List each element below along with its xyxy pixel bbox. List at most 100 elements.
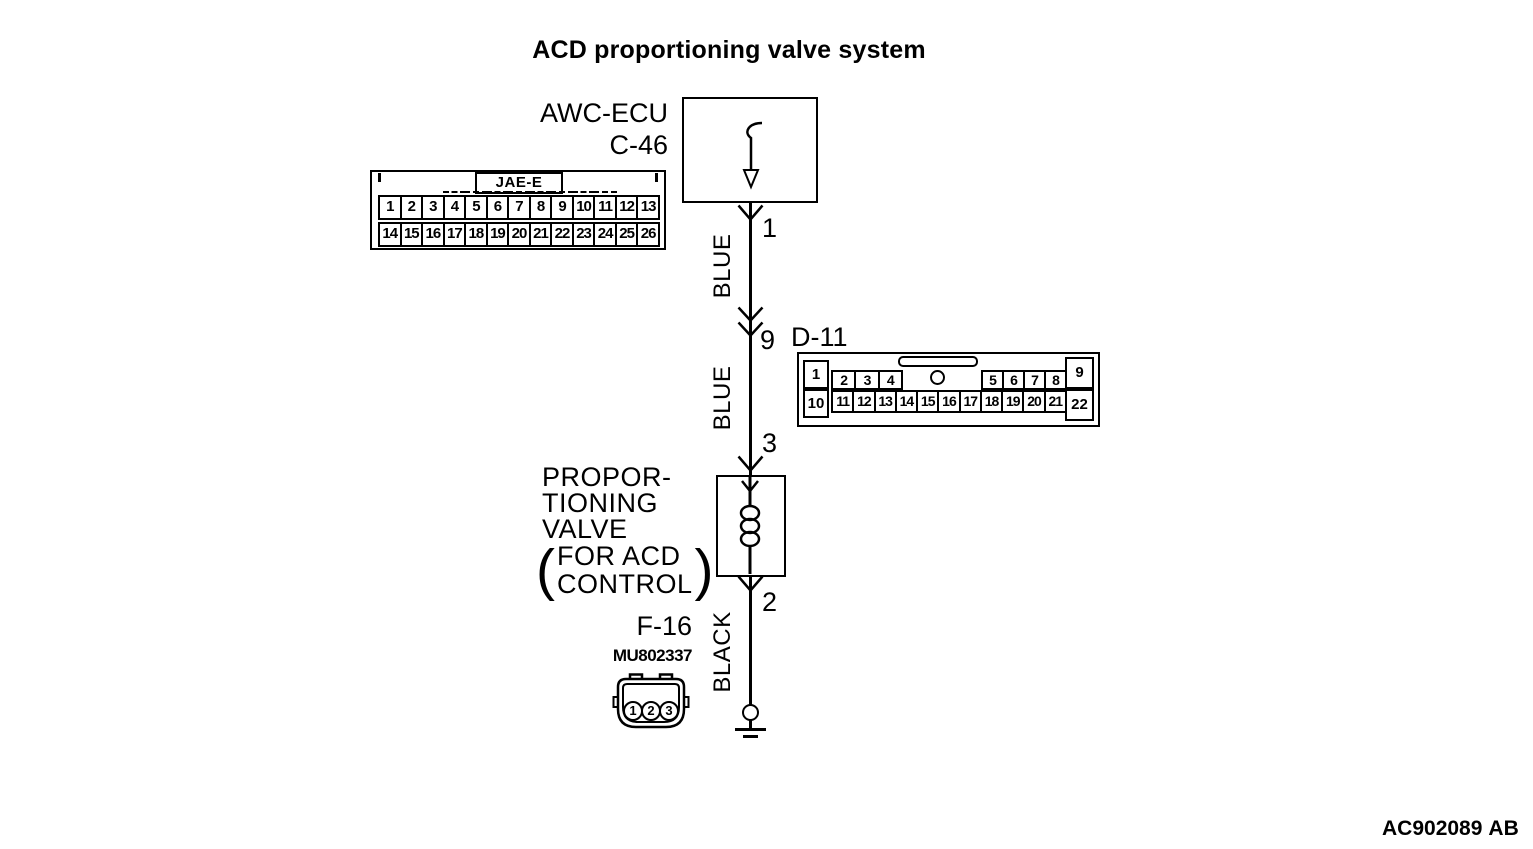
joint-connector-label: JAE-E xyxy=(475,172,563,194)
pin-cell: 7 xyxy=(507,191,531,220)
pin-number-valve-top: 3 xyxy=(762,428,778,458)
wire-color-label-blue-2: BLUE xyxy=(709,365,736,431)
pin-cell: 11 xyxy=(831,390,855,413)
pin-cell: 9 xyxy=(550,191,574,220)
connector-guide-mark xyxy=(655,173,658,182)
pin-cell: 16 xyxy=(421,222,445,247)
pin-cell: 12 xyxy=(614,195,639,220)
ecu-internal-arrow-icon xyxy=(742,121,763,190)
connector-d11-label: D-11 xyxy=(791,322,848,352)
pin-cell: 4 xyxy=(442,191,467,220)
valve-subname-line: FOR ACD xyxy=(556,541,681,571)
proportioning-valve-box xyxy=(716,475,786,577)
pin-cell: 10 xyxy=(571,191,596,220)
ecu-connector-label: C-46 xyxy=(609,130,668,160)
d11-pin-10: 10 xyxy=(803,389,829,418)
pin-cell: 8 xyxy=(528,191,553,220)
pin-cell: 8 xyxy=(1044,370,1067,390)
terminal-arrow-icon xyxy=(737,204,764,222)
pin-cell: 19 xyxy=(485,218,510,247)
pin-cell: 3 xyxy=(854,370,880,390)
pin-cell: 1 xyxy=(378,195,402,220)
valve-subname-label: ( FOR ACD CONTROL ) xyxy=(536,538,714,602)
ecu-box xyxy=(682,97,818,203)
part-number-label: MU802337 xyxy=(612,646,693,665)
d11-pin-22: 22 xyxy=(1065,389,1094,421)
pin-cell: 26 xyxy=(636,222,660,247)
f16-pin-1: 1 xyxy=(623,701,643,721)
pin-cell: 5 xyxy=(464,191,488,220)
pin-cell: 3 xyxy=(421,195,445,220)
f16-pin-3: 3 xyxy=(659,701,679,721)
d11-mount-hole-icon xyxy=(930,370,945,385)
pin-cell: 6 xyxy=(485,191,510,220)
pin-cell: 5 xyxy=(981,370,1004,390)
wire-segment-black xyxy=(749,577,752,705)
terminal-arrow-icon xyxy=(737,455,764,473)
pin-cell: 14 xyxy=(378,222,402,247)
pin-cell: 24 xyxy=(593,218,617,247)
pin-cell: 14 xyxy=(894,390,919,413)
ground-icon xyxy=(743,735,758,738)
pin-cell: 22 xyxy=(550,218,574,247)
pin-cell: 15 xyxy=(916,390,940,413)
pin-cell: 18 xyxy=(464,218,488,247)
pin-cell: 12 xyxy=(852,390,876,413)
pin-number-c46: 1 xyxy=(762,213,778,243)
valve-connector-label: F-16 xyxy=(636,611,692,641)
terminal-arrow-icon xyxy=(737,575,764,593)
pin-cell: 17 xyxy=(442,218,467,247)
wire-segment-blue xyxy=(749,203,752,475)
pin-cell: 17 xyxy=(958,390,982,413)
ecu-name-label: AWC-ECU xyxy=(540,98,668,128)
ground-terminal-icon xyxy=(742,704,759,721)
document-code-suffix: AB xyxy=(1488,817,1519,840)
pin-cell: 13 xyxy=(636,195,660,220)
pin-cell: 11 xyxy=(593,191,617,220)
pin-cell: 4 xyxy=(877,370,903,390)
solenoid-coil-icon xyxy=(739,477,761,574)
valve-name-line: PROPOR- xyxy=(542,462,672,492)
page-title: ACD proportioning valve system xyxy=(532,36,926,64)
pin-cell: 23 xyxy=(571,218,596,247)
wire-color-label-black: BLACK xyxy=(709,611,736,693)
pin-cell: 15 xyxy=(399,222,424,247)
pin-cell: 16 xyxy=(937,390,961,413)
valve-subname-line: CONTROL xyxy=(556,569,693,599)
connector-guide-mark xyxy=(378,173,381,182)
valve-name-line: VALVE xyxy=(542,514,628,544)
pin-cell: 2 xyxy=(831,370,857,390)
pin-number-d11: 9 xyxy=(760,325,776,355)
pin-cell: 21 xyxy=(1043,390,1067,413)
d11-pin-9: 9 xyxy=(1065,357,1094,389)
close-paren: ) xyxy=(694,538,714,602)
connector-housing-icon xyxy=(612,673,690,729)
pin-cell: 7 xyxy=(1023,370,1046,390)
f16-pin-2: 2 xyxy=(641,701,661,721)
wire-color-label-blue-1: BLUE xyxy=(709,233,736,299)
wire-ground-stub xyxy=(749,718,752,728)
d11-lock-tab xyxy=(898,356,978,367)
d11-pin-1: 1 xyxy=(803,360,829,389)
inline-connector-icon xyxy=(737,306,764,338)
ground-icon xyxy=(735,728,766,731)
pin-cell: 18 xyxy=(979,390,1004,413)
pin-cell: 21 xyxy=(528,218,553,247)
pin-cell: 20 xyxy=(1022,390,1046,413)
pin-cell: 20 xyxy=(507,218,531,247)
pin-cell: 25 xyxy=(614,222,639,247)
valve-name-label: PROPOR- TIONING VALVE xyxy=(542,462,672,544)
pin-cell: 6 xyxy=(1002,370,1025,390)
open-paren: ( xyxy=(536,538,555,602)
valve-name-line: TIONING xyxy=(542,488,658,518)
pin-cell: 2 xyxy=(399,195,424,220)
connector-f16-icon: 1 2 3 xyxy=(609,673,693,731)
